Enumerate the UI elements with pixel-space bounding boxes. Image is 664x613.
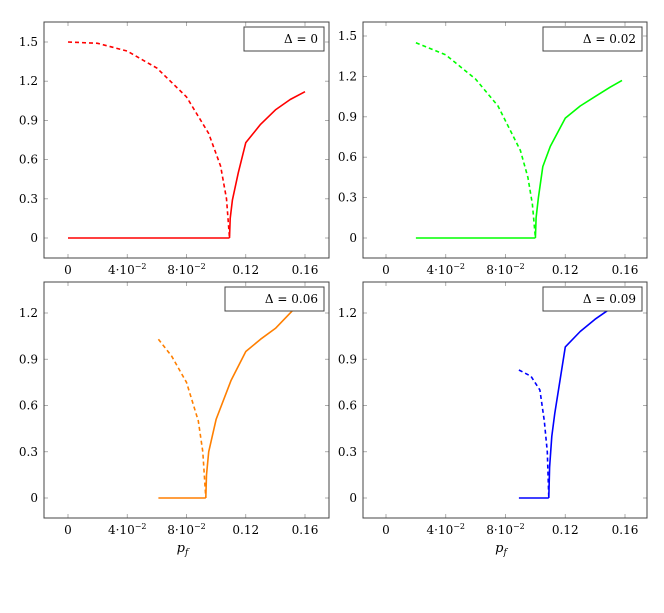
dashed-branch-line bbox=[518, 369, 550, 499]
legend-label: Δ = 0.02 bbox=[583, 32, 636, 46]
x-tick-label: 0.12 bbox=[232, 523, 259, 537]
y-tick-label: 0.6 bbox=[19, 399, 38, 413]
x-tick-label: 0.16 bbox=[612, 523, 639, 537]
dashed-branch-line bbox=[415, 41, 537, 239]
legend-label: Δ = 0 bbox=[284, 32, 318, 46]
legend: Δ = 0 bbox=[243, 26, 325, 52]
x-tick-label: 8·10−2 bbox=[486, 522, 525, 537]
x-axis-label: pf bbox=[177, 541, 190, 558]
y-tick-label: 1.2 bbox=[19, 74, 38, 88]
y-tick-label: 0.9 bbox=[338, 352, 357, 366]
x-tick-label: 8·10−2 bbox=[486, 262, 525, 277]
x-tick-label: 4·10−2 bbox=[108, 262, 147, 277]
series-group bbox=[415, 41, 623, 239]
x-axis-label: pf bbox=[495, 541, 508, 558]
y-tick-label: 1.2 bbox=[19, 306, 38, 320]
y-tick-label: 0.6 bbox=[19, 153, 38, 167]
panel-delta-0: 0 4·10−2 8·10−2 0.12 0.16 0 0.3 0.6 0.9 1.2 1.5 Δ =… bbox=[19, 21, 330, 277]
axes-frame bbox=[43, 21, 330, 259]
y-tick-label: 0 bbox=[349, 491, 357, 505]
x-tick-label: 0 bbox=[64, 263, 72, 277]
x-tick-label: 0.16 bbox=[612, 263, 639, 277]
axes-frame bbox=[362, 21, 648, 259]
panel-delta-0.02: 0 4·10−2 8·10−2 0.12 0.16 0 0.3 0.6 0.9 1.2 1.5 Δ =… bbox=[338, 21, 648, 277]
solid-branch-line bbox=[228, 90, 306, 239]
x-tick-label: 0 bbox=[64, 523, 72, 537]
y-tick-label: 0 bbox=[30, 491, 38, 505]
x-tick-label: 8·10−2 bbox=[167, 522, 206, 537]
axes-frame bbox=[43, 281, 330, 519]
y-tick-label: 0.3 bbox=[338, 191, 357, 205]
x-tick-label: 4·10−2 bbox=[426, 262, 465, 277]
y-tick-label: 0.3 bbox=[19, 445, 38, 459]
series-group bbox=[157, 304, 299, 499]
x-tick-label: 0.12 bbox=[552, 263, 579, 277]
y-tick-label: 0.3 bbox=[19, 192, 38, 206]
legend: Δ = 0.06 bbox=[224, 286, 325, 312]
dashed-branch-line bbox=[67, 41, 231, 239]
y-tick-label: 1.2 bbox=[338, 69, 357, 83]
series-group bbox=[518, 306, 614, 499]
legend-label: Δ = 0.06 bbox=[265, 292, 318, 306]
legend: Δ = 0.09 bbox=[542, 286, 643, 312]
y-tick-label: 0.9 bbox=[19, 352, 38, 366]
panel-delta-0.06: 0 4·10−2 8·10−2 0.12 0.16 0 0.3 0.6 0.9 1.2 Δ = 0.… bbox=[19, 281, 330, 558]
x-tick-label: 8·10−2 bbox=[167, 262, 206, 277]
y-tick-label: 0.9 bbox=[338, 110, 357, 124]
x-tick-label: 0 bbox=[382, 523, 390, 537]
y-tick-label: 0.6 bbox=[338, 399, 357, 413]
panel-delta-0.09: 0 4·10−2 8·10−2 0.12 0.16 0 0.3 0.6 0.9 1.2 Δ = 0.… bbox=[338, 281, 648, 558]
y-tick-label: 0.6 bbox=[338, 150, 357, 164]
x-tick-label: 0.12 bbox=[552, 523, 579, 537]
x-tick-label: 0 bbox=[382, 263, 390, 277]
series-group bbox=[67, 41, 306, 239]
x-tick-label: 0.16 bbox=[292, 263, 319, 277]
y-tick-label: 0.3 bbox=[338, 445, 357, 459]
legend: Δ = 0.02 bbox=[542, 26, 643, 52]
y-tick-label: 0 bbox=[349, 231, 357, 245]
solid-branch-line bbox=[205, 304, 299, 499]
y-tick-label: 1.5 bbox=[19, 35, 38, 49]
solid-branch-line bbox=[548, 306, 614, 499]
y-tick-label: 0 bbox=[30, 231, 38, 245]
y-tick-label: 1.2 bbox=[338, 306, 357, 320]
x-tick-label: 4·10−2 bbox=[108, 522, 147, 537]
solid-branch-line bbox=[534, 79, 623, 239]
axes-frame bbox=[362, 281, 648, 519]
x-tick-label: 0.12 bbox=[232, 263, 259, 277]
x-tick-label: 4·10−2 bbox=[426, 522, 465, 537]
legend-label: Δ = 0.09 bbox=[583, 292, 636, 306]
y-tick-label: 0.9 bbox=[19, 113, 38, 127]
x-tick-label: 0.16 bbox=[292, 523, 319, 537]
y-tick-label: 1.5 bbox=[338, 29, 357, 43]
dashed-branch-line bbox=[157, 338, 207, 499]
